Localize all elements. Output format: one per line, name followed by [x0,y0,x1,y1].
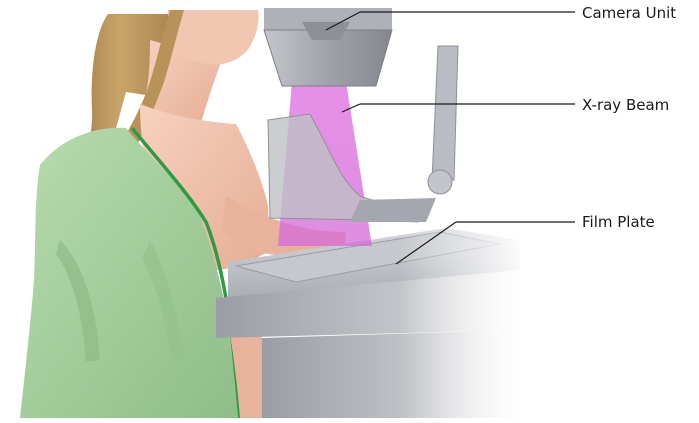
paddle-arm [432,46,458,180]
paddle-bottom [350,198,436,222]
paddle-joint [428,170,452,194]
label-film-plate: Film Plate [582,213,655,231]
label-camera-unit: Camera Unit [582,4,676,22]
camera-unit [264,8,392,86]
base-fade [400,222,530,418]
label-xray-beam: X-ray Beam [582,96,669,114]
